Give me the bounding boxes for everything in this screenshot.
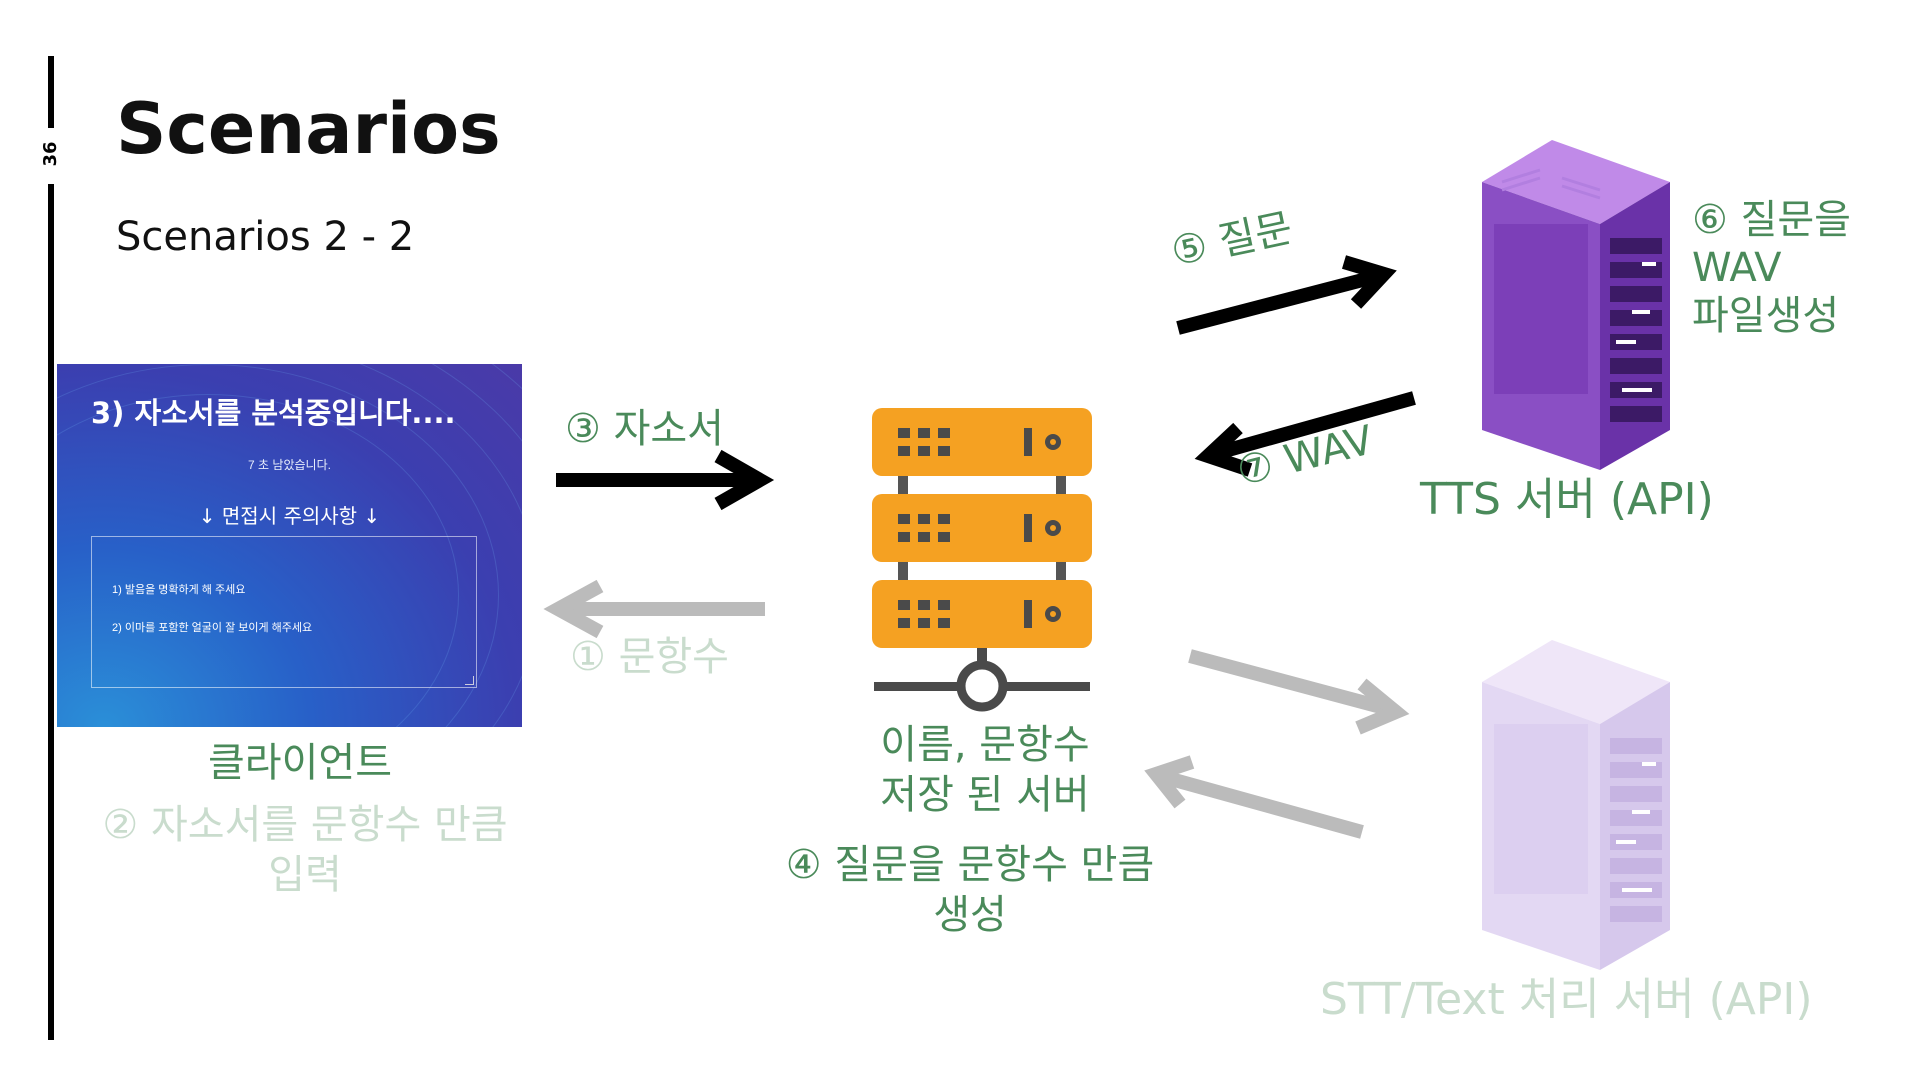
arrow-step7	[1194, 391, 1416, 477]
stt-server-label: STT/Text 처리 서버 (API)	[1320, 974, 1813, 1025]
notice-item: 2) 이마를 포함한 얼굴이 잘 보이게 해주세요	[112, 622, 313, 634]
server-rack-icon	[872, 408, 1092, 712]
notice-textarea[interactable]: 1) 발음을 명확하게 해 주세요 2) 이마를 포함한 얼굴이 잘 보이게 해…	[91, 536, 477, 688]
interview-notice-heading: ↓ 면접시 주의사항 ↓	[198, 504, 381, 528]
step6-label: ⑥ 질문을 WAV 파일생성	[1692, 197, 1851, 339]
step2-label: ② 자소서를 문항수 만큼 입력	[102, 802, 508, 898]
server-label: 이름, 문항수 저장 된 서버	[880, 722, 1090, 818]
resize-handle[interactable]	[465, 676, 474, 685]
stt-server-tower-icon	[1482, 640, 1670, 970]
left-rule-top	[48, 56, 54, 128]
arrow-to-stt	[1188, 649, 1410, 735]
client-label: 클라이언트	[208, 740, 392, 786]
slide-subtitle: Scenarios 2 - 2	[116, 214, 415, 260]
arrow-step3	[556, 449, 775, 511]
tts-server-tower-icon	[1482, 140, 1670, 470]
arrow-step5	[1176, 255, 1397, 335]
client-screenshot: 3) 자소서를 분석중입니다.... 7 초 남았습니다. ↓ 면접시 주의사항…	[57, 364, 522, 727]
arrow-from-stt	[1144, 755, 1364, 839]
step1-label: ① 문항수	[570, 634, 729, 680]
notice-item: 1) 발음을 명확하게 해 주세요	[112, 584, 246, 596]
analysis-heading: 3) 자소서를 분석중입니다....	[91, 396, 456, 430]
slide-title: Scenarios	[116, 88, 501, 170]
tts-server-label: TTS 서버 (API)	[1420, 474, 1714, 525]
arrow-step1	[543, 579, 765, 639]
step3-label: ③ 자소서	[565, 406, 724, 452]
countdown-text: 7 초 남았습니다.	[248, 458, 331, 472]
step4-label: ④ 질문을 문항수 만큼 생성	[785, 842, 1155, 938]
left-rule-bottom	[48, 184, 54, 1040]
